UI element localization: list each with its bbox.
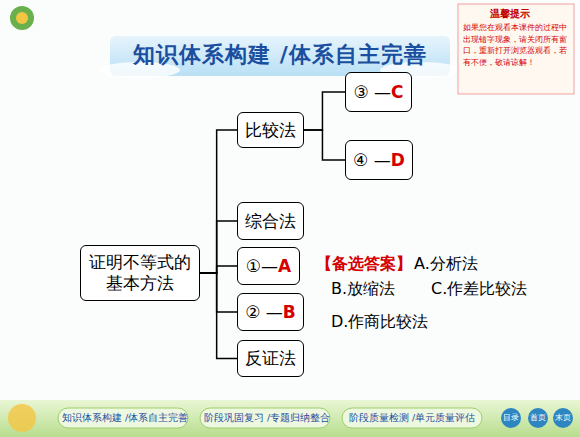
nav-tab: 阶段质量检测 /单元质量评估: [346, 412, 478, 425]
answer-option: D.作商比较法: [331, 312, 428, 333]
method-box: ①—A: [237, 247, 300, 285]
node-text: 综合法: [245, 210, 296, 233]
node-text: ② —: [245, 302, 283, 322]
tree-connector: [200, 273, 237, 312]
nav-button: 目录: [503, 412, 519, 423]
answer-letter: A: [278, 256, 291, 276]
note-text: 如果您在观看本课件的过程中出现错字现象，请关闭所有窗口，重新打开浏览器观看，若有…: [463, 22, 569, 68]
node-text: ①—: [246, 256, 278, 276]
method-box: 反证法: [237, 340, 304, 377]
tree-connector: [200, 221, 237, 273]
method-box: ② —B: [237, 293, 304, 331]
answer-letter: D: [391, 150, 405, 170]
node-text: 比较法: [245, 119, 296, 142]
node-text: ③ —: [353, 82, 391, 102]
tree-connector: [200, 266, 237, 273]
answer-heading: 【备选答案】: [316, 254, 412, 275]
tree-connector: [304, 92, 345, 130]
node-text: ④ —: [353, 150, 391, 170]
answer-option: A.分析法: [414, 254, 478, 275]
method-box: 比较法: [237, 112, 304, 148]
method-box: ③ —C: [345, 72, 412, 112]
slide-title: 知识体系构建 /体系自主完善: [110, 40, 450, 70]
nav-tab: 知识体系构建 /体系自主完善: [62, 412, 184, 425]
answer-option: C.作差比较法: [431, 279, 527, 300]
method-box: 综合法: [237, 202, 304, 240]
note-heading: 温馨提示: [490, 7, 530, 21]
node-text: 反证法: [245, 347, 296, 370]
nav-tab: 阶段巩固复习 /专题归纳整合: [204, 412, 326, 425]
method-box: ④ —D: [345, 140, 413, 180]
tree-connector: [200, 130, 237, 273]
answer-option: B.放缩法: [331, 279, 395, 300]
nav-button: 首页: [530, 412, 546, 423]
answer-letter: C: [391, 82, 403, 102]
nav-button: 末页: [555, 412, 571, 423]
node-text: 证明不等式的基本方法: [89, 252, 191, 295]
tree-connector: [200, 273, 237, 359]
answer-letter: B: [283, 302, 296, 322]
root-box: 证明不等式的基本方法: [80, 245, 200, 301]
tree-connector: [304, 130, 345, 160]
